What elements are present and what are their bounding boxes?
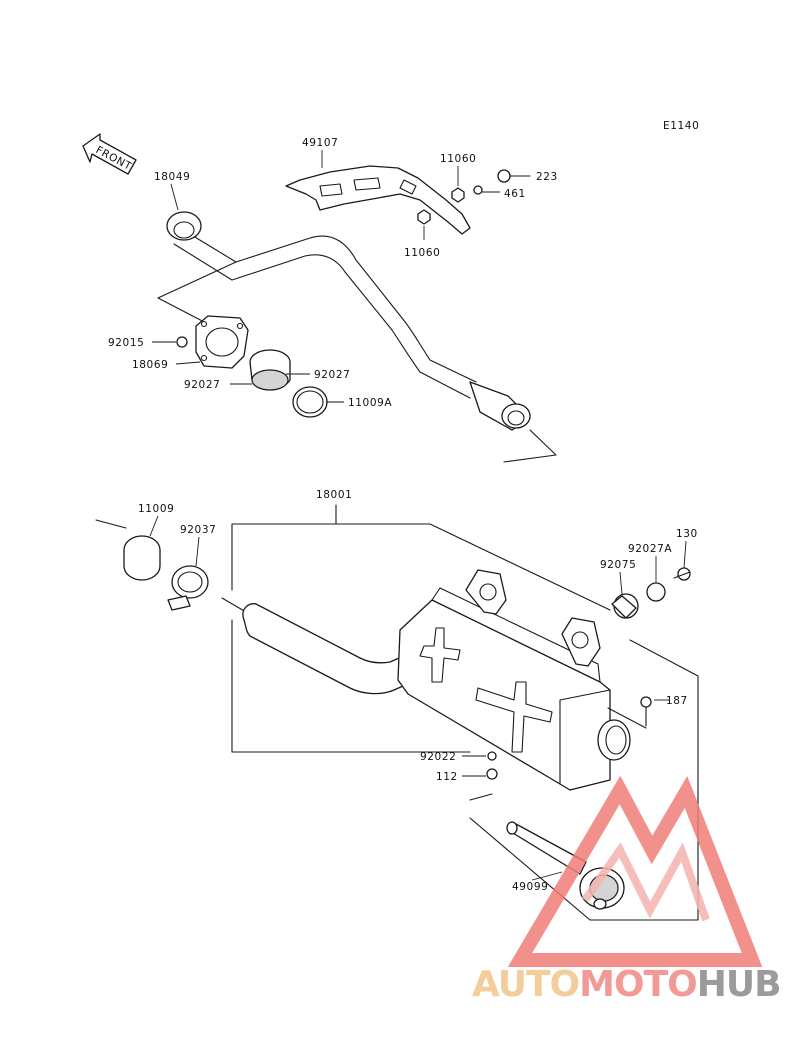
clamp-92037 bbox=[167, 565, 209, 611]
washer-11060-top bbox=[451, 187, 465, 203]
label-92027-left: 92027 bbox=[184, 379, 220, 391]
svg-text:AUTOMOTOHUB: AUTOMOTOHUB bbox=[472, 964, 781, 1005]
collar-92027A bbox=[646, 582, 666, 602]
gasket-92027 bbox=[249, 349, 291, 391]
label-11060-top: 11060 bbox=[440, 153, 476, 165]
label-49099: 49099 bbox=[512, 881, 548, 893]
automotohub-logo: AUTOMOTOHUB bbox=[472, 775, 782, 1005]
logo-hub: HUB bbox=[697, 964, 781, 1005]
washer-92022 bbox=[487, 751, 497, 761]
heat-guard bbox=[285, 165, 471, 235]
logo-auto: AUTO bbox=[472, 964, 579, 1005]
washer-11060-bottom bbox=[417, 209, 431, 225]
label-92027-right: 92027 bbox=[314, 369, 350, 381]
muffler-inlet-pipe bbox=[242, 603, 413, 695]
label-49107: 49107 bbox=[302, 137, 338, 149]
header-pipe bbox=[166, 211, 531, 431]
nut-461 bbox=[473, 185, 483, 195]
bolt-187 bbox=[640, 696, 652, 708]
label-112: 112 bbox=[436, 771, 458, 783]
diagram-code: E1140 bbox=[663, 120, 699, 132]
label-92027A: 92027A bbox=[628, 543, 672, 555]
label-11009: 11009 bbox=[138, 503, 174, 515]
label-18069: 18069 bbox=[132, 359, 168, 371]
label-92075: 92075 bbox=[600, 559, 636, 571]
label-92037: 92037 bbox=[180, 524, 216, 536]
label-187: 187 bbox=[666, 695, 688, 707]
label-11060-bottom: 11060 bbox=[404, 247, 440, 259]
muffler bbox=[397, 569, 631, 791]
label-11009A: 11009A bbox=[348, 397, 392, 409]
front-arrow-icon: FRONT bbox=[82, 133, 137, 175]
label-130: 130 bbox=[676, 528, 698, 540]
nut-92015 bbox=[176, 336, 188, 348]
label-461: 461 bbox=[504, 188, 526, 200]
exhaust-flange bbox=[195, 315, 249, 369]
label-92015: 92015 bbox=[108, 337, 144, 349]
logo-moto: MOTO bbox=[579, 964, 697, 1005]
label-92022: 92022 bbox=[420, 751, 456, 763]
label-18049: 18049 bbox=[154, 171, 190, 183]
label-223: 223 bbox=[536, 171, 558, 183]
label-18001: 18001 bbox=[316, 489, 352, 501]
bolt-223 bbox=[497, 169, 511, 183]
plug-112 bbox=[486, 768, 498, 780]
